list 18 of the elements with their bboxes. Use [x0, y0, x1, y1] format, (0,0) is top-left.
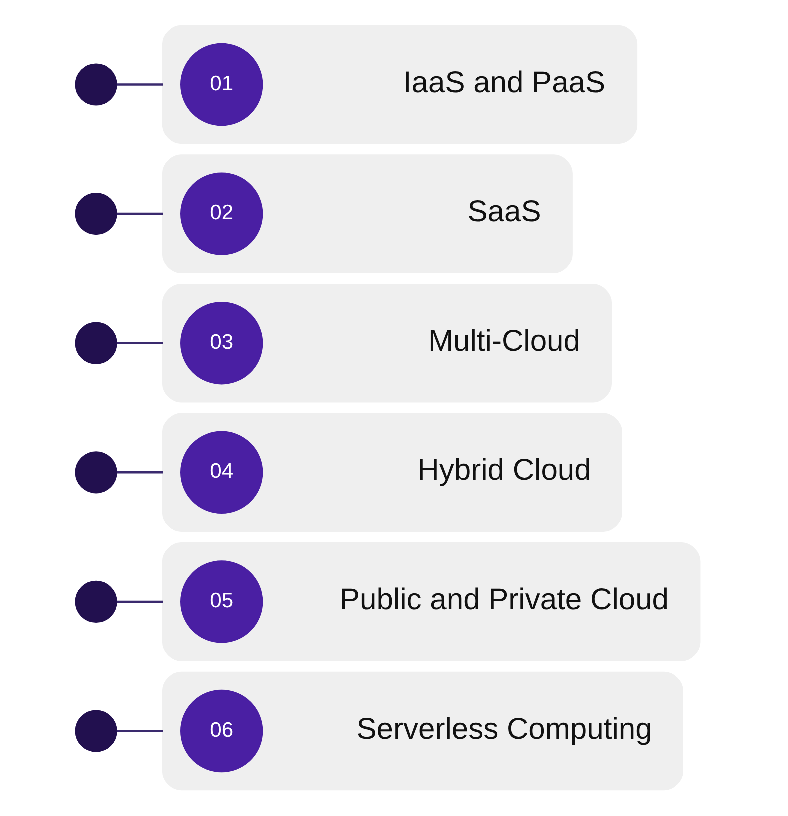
- node-circle: 02: [180, 172, 264, 256]
- connector: [116, 212, 164, 216]
- connector: [116, 472, 164, 474]
- node-circle: 05: [180, 560, 264, 644]
- connector: [116, 730, 164, 732]
- node-circle: [75, 193, 118, 236]
- node-circle: 06: [180, 690, 264, 773]
- connector: [116, 600, 164, 604]
- node-circle: [75, 322, 118, 364]
- node-circle: 01: [180, 43, 264, 126]
- connector: [116, 84, 164, 86]
- node-circle: 04: [180, 431, 264, 514]
- node-circle: [75, 64, 118, 106]
- node-circle: [75, 710, 118, 752]
- node-circle: [75, 580, 118, 623]
- connector: [116, 342, 164, 344]
- node-circle: [75, 452, 118, 494]
- node-circle: 03: [180, 302, 264, 385]
